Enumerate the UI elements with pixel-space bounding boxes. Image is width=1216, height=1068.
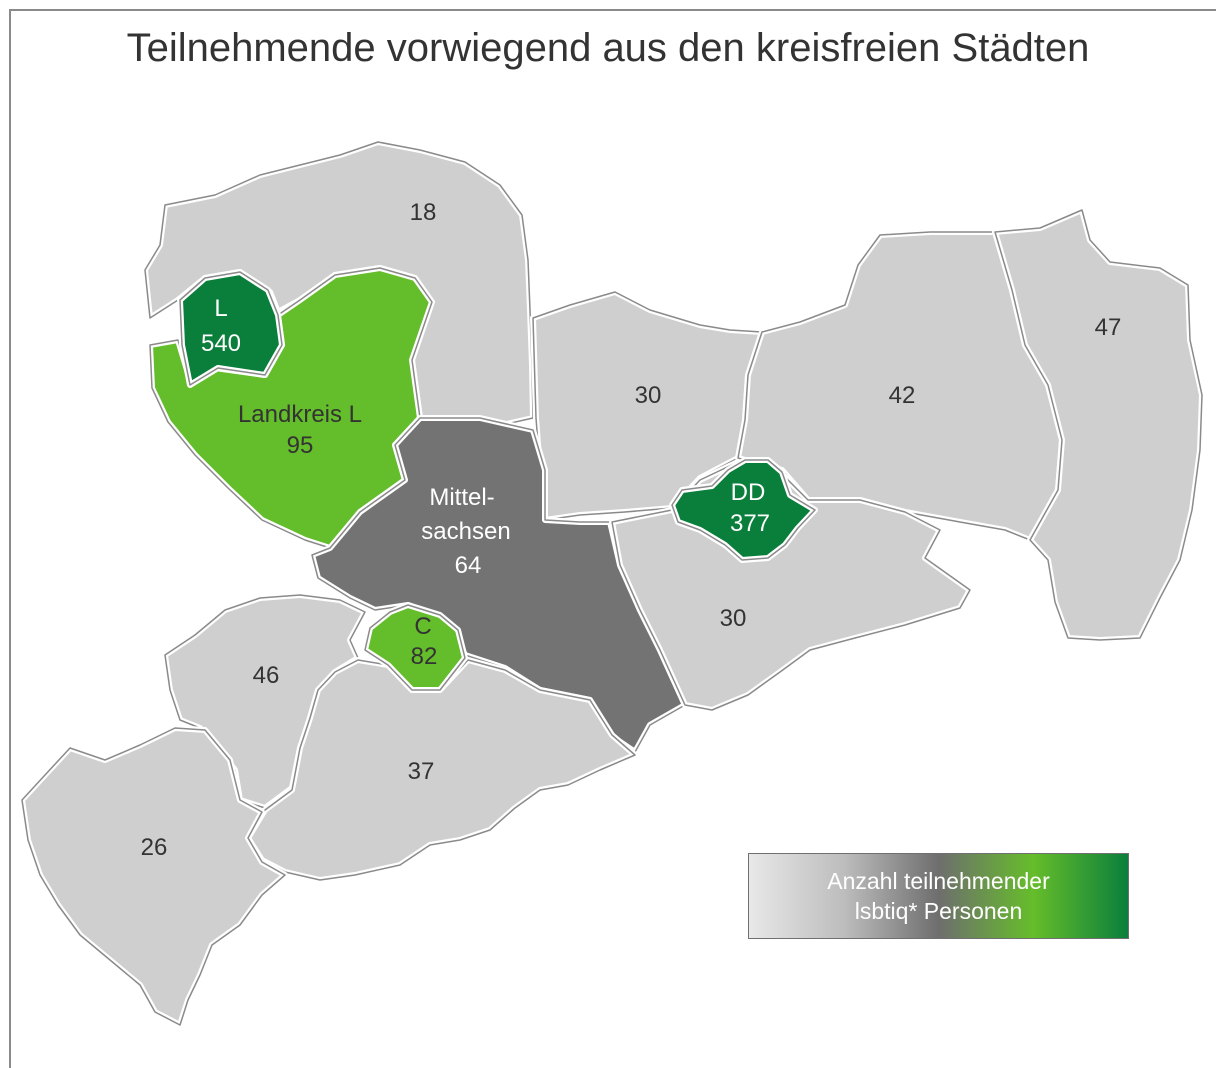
- region-dresden: DD 377: [669, 457, 818, 563]
- region-mittelsachsen-value: 64: [455, 552, 482, 579]
- region-dresden-value: 377: [730, 510, 770, 537]
- map-title: Teilnehmende vorwiegend aus den kreisfre…: [126, 26, 1090, 70]
- region-saechsische-schweiz-value: 30: [720, 605, 747, 632]
- legend-line2: lsbtiq* Personen: [854, 898, 1023, 924]
- region-mittelsachsen-line1: Mittel-: [429, 484, 494, 511]
- region-leipzig-value: 540: [201, 330, 241, 357]
- region-dresden-line1: DD: [731, 479, 766, 506]
- region-leipzig-line1: L: [214, 295, 227, 322]
- region-chemnitz-line1: C: [414, 613, 431, 640]
- region-nordsachsen-value: 18: [410, 199, 437, 226]
- region-zwickau-value: 46: [253, 662, 280, 689]
- legend-line1: Anzahl teilnehmender: [827, 868, 1050, 894]
- region-goerlitz-value: 47: [1095, 314, 1122, 341]
- region-chemnitz-shape-outline: [364, 604, 466, 691]
- region-landkreis-leipzig-line1: Landkreis L: [238, 401, 362, 428]
- region-leipzig-shape-outline: [179, 271, 283, 386]
- region-mittelsachsen-line2: sachsen: [421, 518, 510, 545]
- legend: Anzahl teilnehmender lsbtiq* Personen: [748, 853, 1129, 939]
- region-chemnitz: C 82: [362, 602, 468, 693]
- region-chemnitz-value: 82: [411, 643, 438, 670]
- region-vogtlandkreis: 26: [19, 725, 288, 1028]
- region-landkreis-leipzig-value: 95: [287, 432, 314, 459]
- region-dresden-shape-outline: [671, 459, 816, 561]
- region-vogtlandkreis-shape-outline: [21, 727, 286, 1026]
- region-meissen-value: 30: [635, 382, 662, 409]
- region-goerlitz: 47: [992, 207, 1205, 643]
- region-leipzig: L 540: [177, 269, 285, 388]
- region-bautzen-value: 42: [889, 382, 916, 409]
- chart-frame: [9, 9, 1216, 1068]
- region-erzgebirgskreis-value: 37: [408, 758, 435, 785]
- region-vogtlandkreis-value: 26: [141, 834, 168, 861]
- region-goerlitz-shape-outline: [994, 209, 1203, 641]
